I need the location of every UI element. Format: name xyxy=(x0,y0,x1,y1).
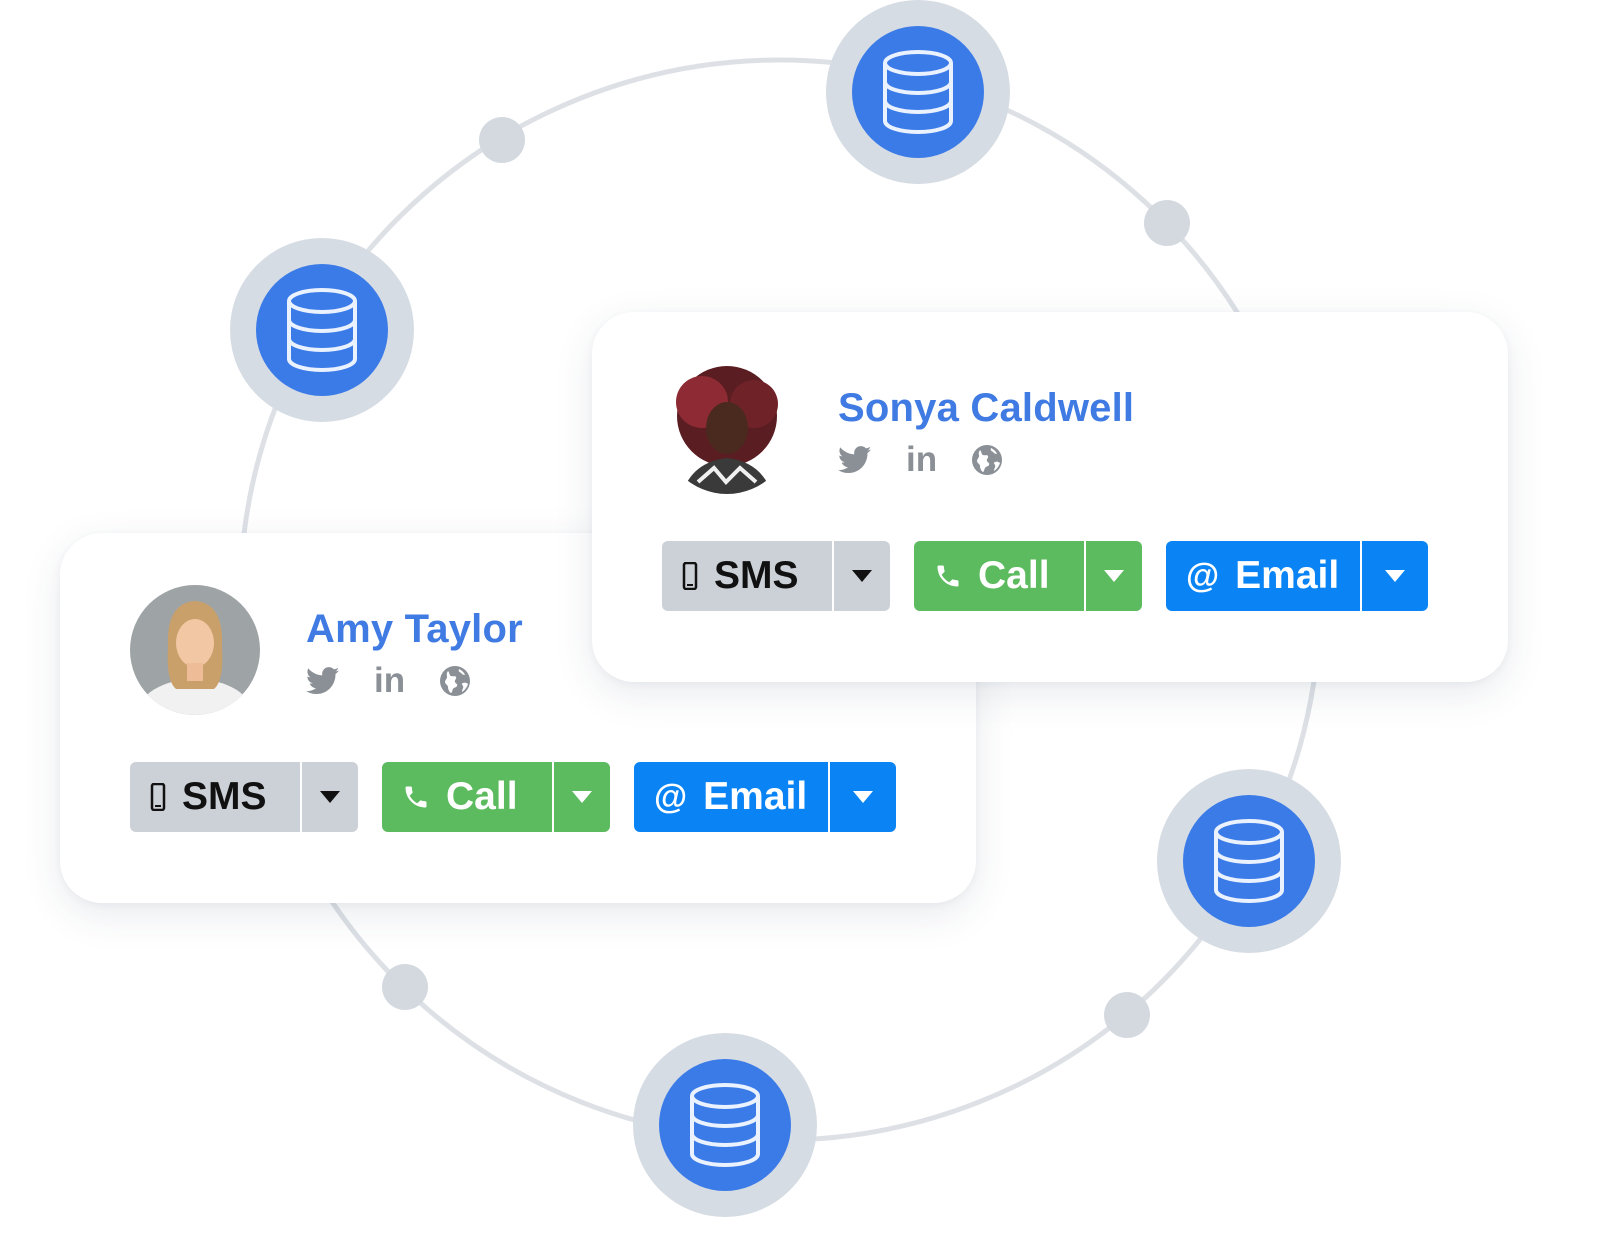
ring-dot xyxy=(479,117,525,163)
call-dropdown-button[interactable] xyxy=(1086,541,1142,611)
call-icon xyxy=(937,565,959,587)
avatar xyxy=(662,364,792,494)
call-button[interactable]: Call xyxy=(382,762,610,832)
database-icon xyxy=(287,288,357,372)
avatar xyxy=(130,585,260,715)
globe-icon[interactable] xyxy=(971,442,1003,478)
call-label: Call xyxy=(978,554,1050,597)
ring-dot xyxy=(1144,200,1190,246)
twitter-icon[interactable] xyxy=(306,663,340,699)
contact-card-amy: Amy Taylor in SMS Call xyxy=(60,533,976,903)
contact-name[interactable]: Amy Taylor xyxy=(306,607,523,651)
call-dropdown-button[interactable] xyxy=(554,762,610,832)
linkedin-icon[interactable]: in xyxy=(906,440,938,479)
sms-label: SMS xyxy=(714,554,799,597)
database-icon xyxy=(883,50,953,134)
database-node xyxy=(1157,769,1341,953)
call-icon xyxy=(405,786,427,808)
chevron-down-icon xyxy=(852,570,872,582)
sms-dropdown-button[interactable] xyxy=(302,762,358,832)
database-icon xyxy=(1214,819,1284,903)
chevron-down-icon xyxy=(1385,570,1405,582)
chevron-down-icon xyxy=(1104,570,1124,582)
call-button[interactable]: Call xyxy=(914,541,1142,611)
email-label: Email xyxy=(1235,554,1340,597)
phone-icon xyxy=(150,783,166,811)
chevron-down-icon xyxy=(572,791,592,803)
database-node xyxy=(230,238,414,422)
phone-icon xyxy=(682,562,698,590)
sms-dropdown-button[interactable] xyxy=(834,541,890,611)
twitter-icon[interactable] xyxy=(838,442,872,478)
email-button[interactable]: @ Email xyxy=(1166,541,1428,611)
sms-label: SMS xyxy=(182,775,267,818)
email-dropdown-button[interactable] xyxy=(1362,541,1428,611)
ring-dot xyxy=(382,964,428,1010)
contact-card-sonya: Sonya Caldwell in SMS Call xyxy=(592,312,1508,682)
chevron-down-icon xyxy=(320,791,340,803)
database-icon xyxy=(690,1083,760,1167)
linkedin-icon[interactable]: in xyxy=(374,661,406,700)
at-icon: @ xyxy=(1186,556,1220,595)
chevron-down-icon xyxy=(853,791,873,803)
database-node xyxy=(633,1033,817,1217)
sms-button[interactable]: SMS xyxy=(662,541,890,611)
email-dropdown-button[interactable] xyxy=(830,762,896,832)
sms-button[interactable]: SMS xyxy=(130,762,358,832)
call-label: Call xyxy=(446,775,518,818)
contact-name[interactable]: Sonya Caldwell xyxy=(838,386,1135,430)
email-label: Email xyxy=(703,775,808,818)
globe-icon[interactable] xyxy=(439,663,471,699)
at-icon: @ xyxy=(654,777,688,816)
database-node xyxy=(826,0,1010,184)
ring-dot xyxy=(1104,992,1150,1038)
email-button[interactable]: @ Email xyxy=(634,762,896,832)
